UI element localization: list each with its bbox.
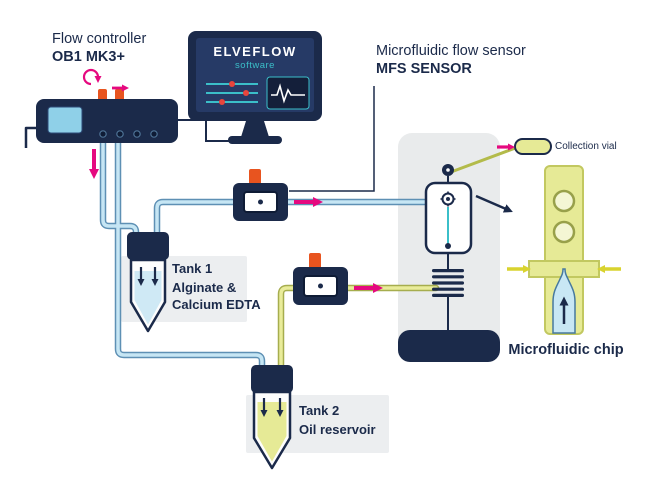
flow-controller-title: Flow controller [52, 31, 147, 47]
tube-tank1-sensor1 [155, 200, 429, 243]
slider-dot [229, 81, 235, 87]
tank1-content-line1: Alginate & [172, 280, 237, 295]
tank1-title: Tank 1 [172, 261, 213, 276]
tubing-fills [101, 136, 438, 374]
tank1-text: Tank 1 Alginate & Calcium EDTA [172, 261, 261, 314]
sensor-label-connector-line [289, 86, 375, 192]
slider-dot [243, 90, 249, 96]
chip-pointer-arrow-icon [475, 194, 513, 213]
chip-well-2 [552, 220, 576, 244]
software-brand: ELVEFLOW [213, 44, 297, 59]
sensor2-orange-fitting [309, 253, 321, 269]
ob1-port-orange [115, 89, 124, 101]
tube-pressure-tank2 [116, 136, 264, 374]
chip-well-1 [552, 189, 576, 213]
flow-controller-label: Flow controller OB1 MK3+ [52, 30, 146, 66]
slider-dot [219, 99, 225, 105]
tube-tank2-sensor2 [279, 286, 438, 374]
tank2-graphic [251, 365, 293, 470]
software-subtitle: software [235, 60, 275, 71]
monitor [188, 31, 322, 144]
tank1-graphic [127, 232, 169, 333]
flow-controller-model: OB1 MK3+ [52, 49, 125, 66]
valve-assembly-internals [424, 164, 473, 331]
collection-vial-graphic [514, 138, 552, 155]
sensor1-orange-fitting [249, 169, 261, 185]
ob1-screen [47, 106, 83, 134]
flow-arrows [82, 68, 515, 293]
microfluidic-chip-label: Microfluidic chip [508, 342, 624, 358]
tank2-title: Tank 2 [299, 403, 340, 418]
flow-sensor-title: Microfluidic flow sensor [376, 43, 526, 59]
flow-sensor-2 [293, 253, 348, 305]
microfluidic-chip-graphic [507, 165, 621, 335]
gear-icon [440, 191, 456, 207]
tank2-content-line1: Oil reservoir [299, 422, 376, 437]
ob1-device [36, 89, 178, 143]
controller-monitor-cable [178, 119, 229, 142]
tank2-text: Tank 2 Oil reservoir [299, 403, 376, 439]
tank1-content-line2: Calcium EDTA [172, 296, 261, 312]
controller-supply-cable [24, 126, 36, 148]
filter-stack [432, 269, 464, 297]
flow-sensor-model: MFS SENSOR [376, 61, 472, 78]
ob1-port-orange [98, 89, 107, 101]
flow-sensor-1 [233, 169, 288, 221]
collection-vial-label: Collection vial [555, 141, 617, 152]
waveform-icon [271, 83, 305, 104]
flow-sensor-label: Microfluidic flow sensor MFS SENSOR [376, 42, 526, 78]
outlet-needle-tube [450, 145, 519, 174]
circulation-icon [82, 68, 102, 86]
